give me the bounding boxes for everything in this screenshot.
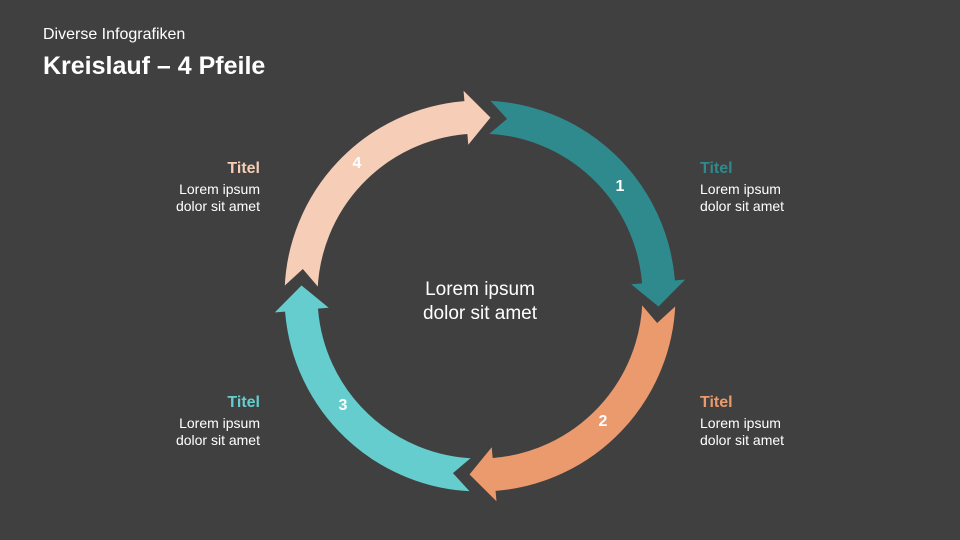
info-block-3: Titel Lorem ipsum dolor sit amet [60,394,260,449]
cycle-number-1: 1 [616,178,625,195]
info-block-4-line-1: Lorem ipsum [179,181,260,197]
info-block-4: Titel Lorem ipsum dolor sit amet [60,160,260,215]
cycle-number-2: 2 [599,413,608,430]
info-block-2-line-2: dolor sit amet [700,432,785,448]
info-block-3-line-1: Lorem ipsum [179,415,260,431]
cycle-arrow-3 [266,281,479,495]
info-block-4-title: Titel [227,160,260,177]
center-label-line-1: Lorem ipsum [425,279,535,300]
info-block-1-line-1: Lorem ipsum [700,181,781,197]
cycle-arrow-4 [281,82,495,295]
info-block-2: Titel Lorem ipsum dolor sit amet [700,394,900,449]
info-block-1-line-2: dolor sit amet [700,198,785,214]
center-label-line-2: dolor sit amet [422,303,538,324]
info-block-3-title: Titel [227,394,260,411]
info-block-2-title: Titel [700,394,733,411]
slide-subtitle: Diverse Infografiken [43,26,186,43]
slide-title: Kreislauf – 4 Pfeile [43,52,266,80]
info-block-1-title: Titel [700,160,733,177]
cycle-arrow-1 [481,97,694,311]
info-block-4-line-2: dolor sit amet [175,198,260,214]
center-label: Lorem ipsum dolor sit amet [380,278,580,326]
cycle-arrow-2 [465,297,679,510]
info-block-1: Titel Lorem ipsum dolor sit amet [700,160,900,215]
info-block-2-line-1: Lorem ipsum [700,415,781,431]
info-block-3-line-2: dolor sit amet [175,432,260,448]
cycle-number-4: 4 [353,155,362,172]
cycle-number-3: 3 [339,397,348,414]
